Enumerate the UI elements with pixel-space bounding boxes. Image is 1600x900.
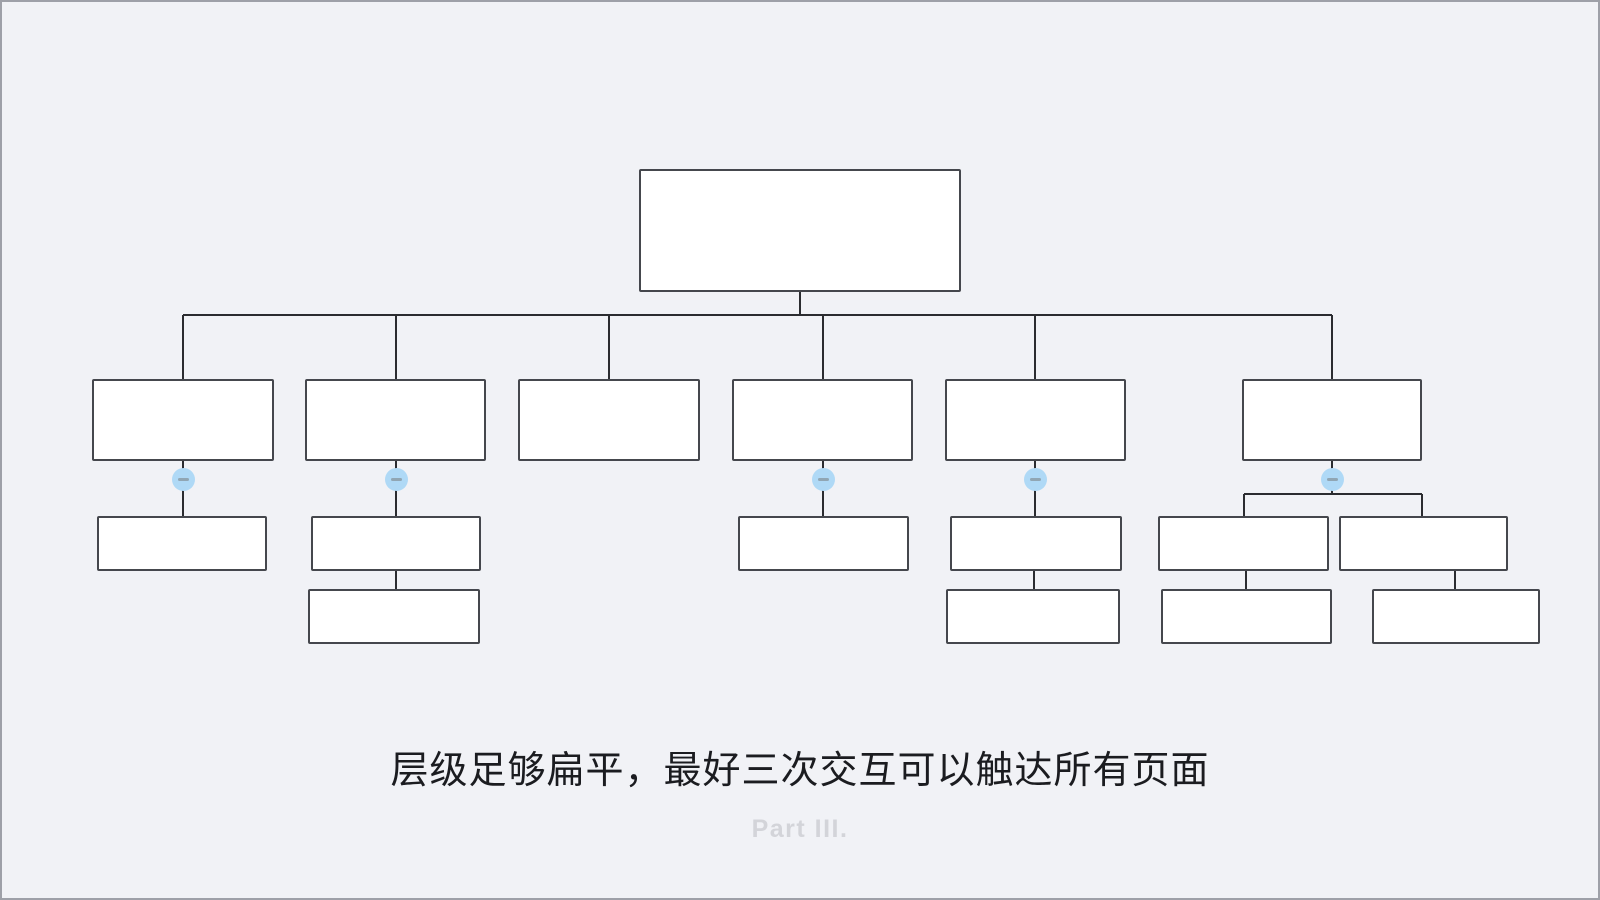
tree-node-box-L3-4[interactable]: [738, 516, 909, 571]
minus-icon: [817, 477, 829, 481]
tree-node-box-L4-5[interactable]: [946, 589, 1120, 644]
tree-node-box-L3-1[interactable]: [97, 516, 267, 571]
tree-node-box-L2-2[interactable]: [305, 379, 486, 461]
connector-line: [1454, 571, 1456, 589]
tree-node-box-L3-6a[interactable]: [1158, 516, 1329, 571]
connector-line: [608, 315, 610, 379]
tree-node-box-L4-6a[interactable]: [1161, 589, 1332, 644]
tree-node-box-root[interactable]: [639, 169, 961, 292]
tree-node-box-L2-6[interactable]: [1242, 379, 1422, 461]
connector-line: [822, 315, 824, 379]
tree-node-box-L2-4[interactable]: [732, 379, 913, 461]
connector-line: [1421, 494, 1423, 516]
connector-line: [183, 314, 1332, 316]
tree-node-box-L2-1[interactable]: [92, 379, 274, 461]
collapse-button[interactable]: [1023, 467, 1047, 491]
connector-line: [1033, 571, 1035, 589]
tree-node-box-L4-6b[interactable]: [1372, 589, 1540, 644]
connector-line: [1244, 493, 1422, 495]
part-label: Part III.: [751, 815, 849, 843]
collapse-button[interactable]: [384, 467, 408, 491]
tree-node-box-L2-5[interactable]: [945, 379, 1126, 461]
minus-icon: [177, 477, 189, 481]
tree-node-box-L4-2[interactable]: [308, 589, 480, 644]
tree-node-box-L3-5[interactable]: [950, 516, 1122, 571]
collapse-button[interactable]: [1320, 467, 1344, 491]
connector-line: [1245, 571, 1247, 589]
minus-icon: [1029, 477, 1041, 481]
collapse-button[interactable]: [811, 467, 835, 491]
tree-node-box-L3-6b[interactable]: [1339, 516, 1508, 571]
collapse-button[interactable]: [171, 467, 195, 491]
tree-node-box-L2-3[interactable]: [518, 379, 700, 461]
connector-line: [395, 571, 397, 589]
connector-line: [1034, 315, 1036, 379]
connector-line: [182, 315, 184, 379]
connector-line: [799, 292, 801, 315]
minus-icon: [1326, 477, 1338, 481]
connector-line: [1331, 315, 1333, 379]
tree-node-box-L3-2[interactable]: [311, 516, 481, 571]
minus-icon: [390, 477, 402, 481]
connector-line: [395, 315, 397, 379]
caption-text: 层级足够扁平，最好三次交互可以触达所有页面: [390, 750, 1210, 792]
connector-line: [1243, 494, 1245, 516]
